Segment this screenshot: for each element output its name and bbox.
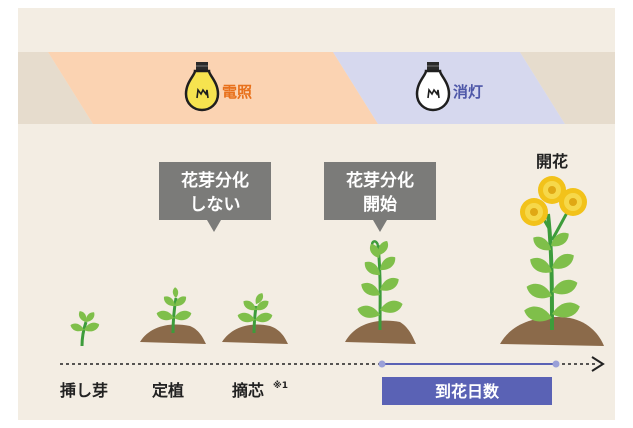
bloom-label: 開花 [536,152,568,171]
plant-bud-start [345,238,416,344]
stage-planting: 定植 [151,381,184,400]
pinching-footnote-mark: ※1 [273,380,288,391]
arrow-right-icon [591,356,605,372]
callout-2-line-1: 花芽分化 [346,170,414,191]
plant-cutting [69,309,101,347]
stage-cutting: 挿し芽 [60,381,108,400]
days-to-flower-bar [382,377,552,405]
timeline-start-dot [378,360,386,368]
timeline [60,356,605,372]
callout-1-line-1: 花芽分化 [181,170,249,191]
plant-planting [140,287,206,344]
light-on-label: 電照 [222,83,252,101]
callout-2-line-2: 開始 [363,194,397,215]
flower-top [538,176,566,204]
band-right-edge [520,52,615,124]
light-bulb-on-icon [184,62,220,112]
flower-right [559,188,587,216]
light-off-label: 消灯 [453,83,483,101]
callout-no-differentiation: 花芽分化 しない [159,162,271,232]
band-left-edge [18,52,93,124]
timeline-end-dot [552,360,560,368]
callout-1-line-2: しない [190,195,241,215]
stage-pinching: 摘芯 [232,381,264,400]
callout-differentiation-start: 花芽分化 開始 [324,162,436,232]
flower-left [520,198,548,226]
lighting-band [18,52,615,124]
light-bulb-off-icon [415,62,451,112]
plant-pinching [222,291,288,344]
stage-days-to-flower: 到花日数 [435,382,500,401]
plant-flowering [500,176,604,346]
